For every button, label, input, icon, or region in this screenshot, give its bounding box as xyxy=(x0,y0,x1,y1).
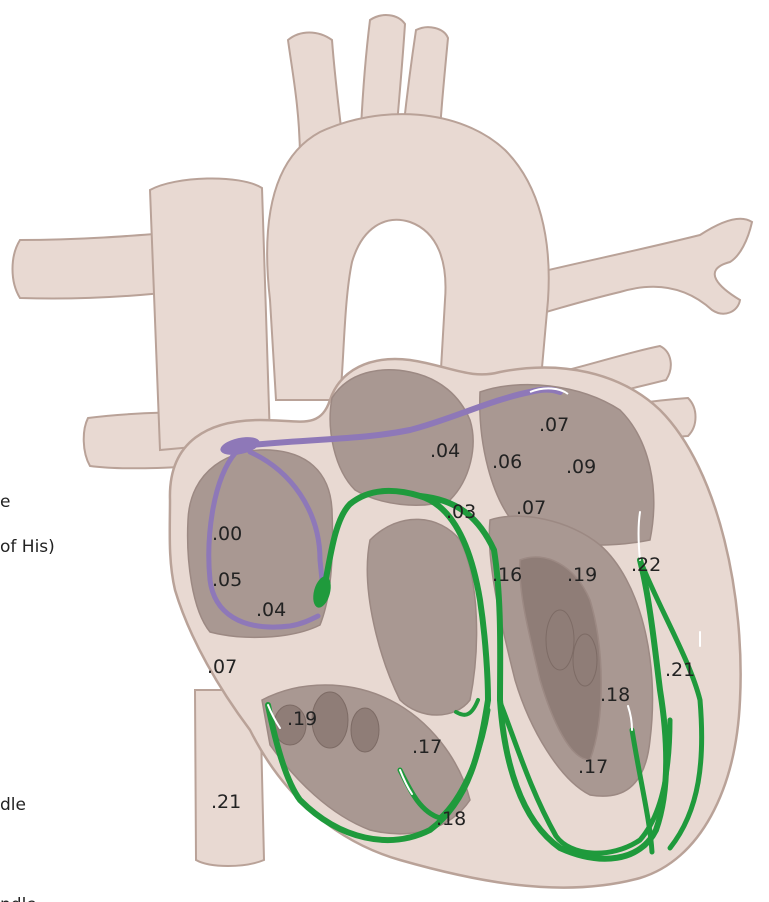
timing-label: .18 xyxy=(600,684,630,706)
timing-label: .21 xyxy=(211,791,241,813)
timing-label: .19 xyxy=(287,708,317,730)
timing-label: .05 xyxy=(212,569,242,591)
timing-label: .19 xyxy=(567,564,597,586)
timing-label: .00 xyxy=(212,523,242,545)
timing-label: .18 xyxy=(436,808,466,830)
timing-label: .17 xyxy=(412,736,442,758)
papillary-muscle xyxy=(351,708,379,752)
left-label: dle xyxy=(0,795,26,815)
timing-label: .07 xyxy=(539,414,569,436)
papillary-muscle xyxy=(546,610,574,670)
timing-label: .21 xyxy=(665,659,695,681)
timing-label: .07 xyxy=(516,497,546,519)
aortic-arch xyxy=(267,114,549,400)
timing-label: .17 xyxy=(578,756,608,778)
timing-label: .09 xyxy=(566,456,596,478)
timing-label: .06 xyxy=(492,451,522,473)
timing-label: .16 xyxy=(492,564,522,586)
timing-label: .03 xyxy=(446,501,476,523)
papillary-muscle xyxy=(312,692,348,748)
papillary-muscle xyxy=(573,634,597,686)
superior-vena-cava xyxy=(150,178,270,450)
left-label: ndle xyxy=(0,895,37,902)
timing-label: .22 xyxy=(631,554,661,576)
left-cut-off-labels: e of His) dle ndle xyxy=(0,492,55,902)
left-label: of His) xyxy=(0,537,55,557)
left-label: e xyxy=(0,492,10,512)
timing-label: .04 xyxy=(256,599,286,621)
timing-label: .04 xyxy=(430,440,460,462)
timing-label: .07 xyxy=(207,656,237,678)
